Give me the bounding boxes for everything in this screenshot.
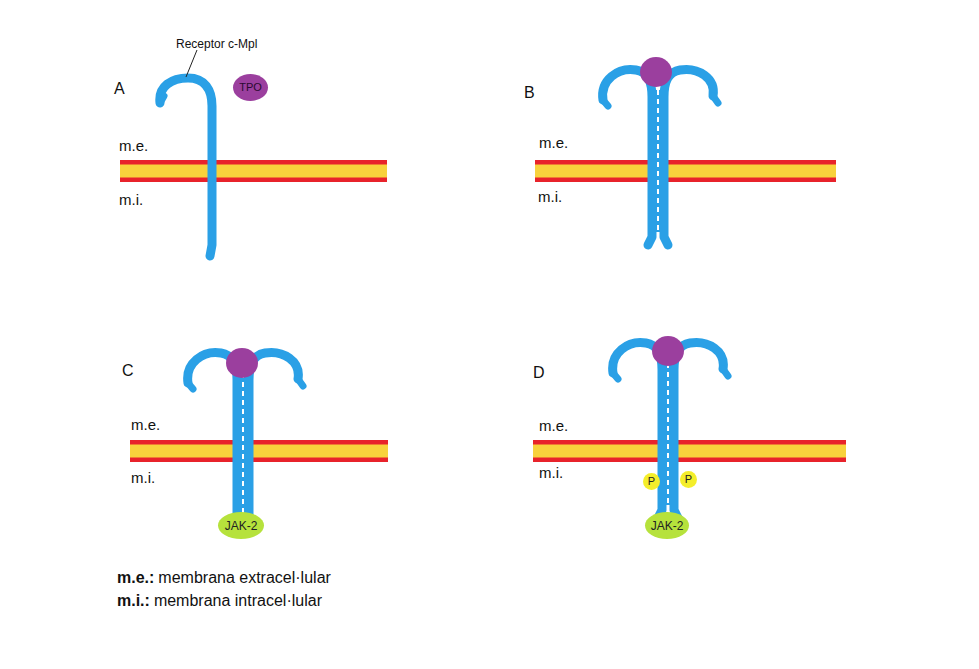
jak2-kinase: JAK-2 <box>645 512 689 539</box>
node-text: TPO <box>239 82 262 93</box>
key-line: m.i.:membrana intracel·lular <box>117 591 326 610</box>
membrane-side-label: m.i. <box>539 464 563 482</box>
panel-letter: A <box>114 79 125 98</box>
cell-membrane <box>535 160 836 182</box>
membrane-side-label: m.e. <box>539 134 568 152</box>
key-line: m.e.:membrana extracel·lular <box>117 568 335 587</box>
tpo-ligand-shape <box>233 74 268 101</box>
node-text: P <box>648 476 655 487</box>
membrane-side-label: m.e. <box>119 137 148 155</box>
receptor-dimer <box>603 57 718 245</box>
part-label: Receptor c-Mpl <box>176 37 257 51</box>
receptor-dimer <box>613 336 728 518</box>
receptor-dimer <box>188 348 303 528</box>
jak2-kinase: JAK-2 <box>218 512 264 539</box>
leader-line <box>186 50 197 77</box>
abbreviation-text: membrana intracel·lular <box>154 592 322 609</box>
abbreviation-key: m.i.: <box>117 592 150 609</box>
node-text: JAK-2 <box>225 520 258 532</box>
panel-letter: C <box>122 361 134 380</box>
node-text: P <box>685 474 692 485</box>
abbreviation-text: membrana extracel·lular <box>158 569 331 586</box>
phosphate-group: P <box>680 471 697 488</box>
cell-membrane <box>120 160 387 182</box>
membrane-side-label: m.e. <box>539 417 568 435</box>
panel-letter: D <box>533 363 545 382</box>
phosphate-group: P <box>643 473 660 490</box>
tpo-ligand <box>226 348 258 378</box>
cell-membrane <box>130 440 388 462</box>
phosphate-group-shape <box>643 473 660 490</box>
membrane-side-label: m.i. <box>119 191 143 209</box>
membrane-side-label: m.e. <box>131 416 160 434</box>
jak2-kinase-shape <box>645 512 689 539</box>
phosphate-group-shape <box>680 471 697 488</box>
membrane-side-label: m.i. <box>131 469 155 487</box>
panel-letter: B <box>524 83 535 102</box>
tpo-ligand: TPO <box>233 74 268 101</box>
tpo-ligand <box>652 336 684 366</box>
receptor-monomer <box>160 78 212 256</box>
jak2-kinase-shape <box>218 512 264 539</box>
tpo-ligand <box>640 57 672 87</box>
node-text: JAK-2 <box>651 520 684 532</box>
abbreviation-key: m.e.: <box>117 569 154 586</box>
membrane-side-label: m.i. <box>538 188 562 206</box>
cell-membrane <box>533 440 846 462</box>
